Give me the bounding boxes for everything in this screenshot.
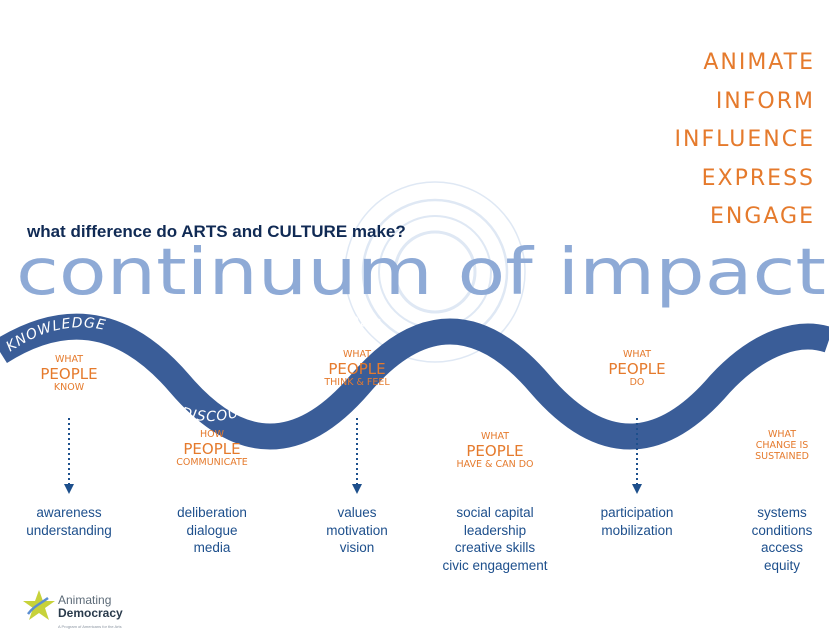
diagram-heading: continuum of impact [16, 236, 826, 310]
who-bottom: DO [629, 377, 645, 389]
who-mid: PEOPLE [328, 359, 386, 378]
outcome-item: civic engagement [442, 557, 548, 573]
outcome-item: awareness [36, 505, 102, 520]
verb-influence: INFLUENCE [674, 127, 815, 152]
outcome-item: conditions [751, 522, 813, 538]
band-label-capacity: CAPACITY [439, 404, 516, 426]
who-caption-action: WHAT PEOPLE DO [562, 349, 712, 389]
who-caption-knowledge: WHAT PEOPLE KNOW [0, 354, 144, 394]
who-bottom: SUSTAINED [755, 450, 809, 462]
band-label-policies: POLICIES [736, 373, 808, 413]
who-bottom: KNOW [53, 382, 85, 394]
outcome-item: mobilization [601, 522, 673, 538]
outcome-item: equity [763, 557, 801, 573]
who-bottom: HAVE & CAN DO [456, 459, 534, 471]
who-caption-policies: WHAT CHANGE IS SUSTAINED [707, 429, 829, 463]
outcome-list-attitudes: values motivation vision [282, 504, 432, 557]
who-mid: PEOPLE [183, 439, 241, 458]
outcome-item: dialogue [186, 522, 238, 538]
organization-logo: Animating Democracy A Program of America… [58, 594, 123, 633]
outcome-item: participation [600, 505, 674, 520]
who-top: HOW [199, 429, 224, 440]
diagram-question: what difference do ARTS and CULTURE make… [27, 222, 406, 241]
logo-tagline: A Program of Americans for the Arts [58, 624, 122, 629]
outcome-item: values [337, 505, 377, 520]
verb-engage: ENGAGE [709, 204, 815, 229]
who-top: WHAT [54, 354, 84, 365]
who-bottom: COMMUNICATE [176, 457, 248, 469]
outcome-item: systems [757, 505, 807, 520]
who-mid: PEOPLE [40, 364, 98, 383]
outcome-list-action: participation mobilization [562, 504, 712, 539]
logo-line-1: Animating [58, 593, 112, 607]
verb-express: EXPRESS [701, 165, 815, 191]
outcome-list-knowledge: awareness understanding [0, 504, 144, 539]
outcome-item: understanding [26, 522, 112, 538]
arrowhead-attitudes [352, 484, 362, 494]
engagement-verbs: ANIMATE INFORM INFLUENCE EXPRESS ENGAGE [555, 44, 815, 237]
star-logo-icon [23, 590, 55, 620]
arrowhead-action [632, 484, 642, 494]
outcome-list-discourse: deliberation dialogue media [137, 504, 287, 557]
who-top: WHAT [342, 349, 372, 360]
outcome-item: creative skills [454, 540, 536, 555]
who-caption-discourse: HOW PEOPLE COMMUNICATE [137, 429, 287, 469]
outcome-item: social capital [456, 505, 534, 520]
verb-inform: INFORM [715, 88, 815, 114]
who-caption-attitudes: WHAT PEOPLE THINK & FEEL [282, 349, 432, 389]
who-caption-capacity: WHAT PEOPLE HAVE & CAN DO [420, 431, 570, 471]
who-top: WHAT [767, 429, 797, 440]
outcome-item: media [193, 540, 231, 555]
band-label-action: ACTION [581, 314, 644, 349]
outcome-item: deliberation [177, 505, 247, 520]
outcome-item: vision [339, 540, 375, 555]
who-top: WHAT [622, 349, 652, 360]
outcome-item: leadership [463, 522, 527, 538]
who-mid: PEOPLE [466, 441, 524, 460]
arrowhead-knowledge [64, 484, 74, 494]
who-top: WHAT [480, 431, 510, 442]
outcome-item: access [760, 540, 804, 555]
outcome-item: motivation [326, 522, 388, 538]
outcome-list-policies: systems conditions access equity [707, 504, 829, 574]
who-mid: PEOPLE [608, 359, 666, 378]
who-mid: CHANGE IS [755, 439, 809, 451]
verb-animate: ANIMATE [703, 50, 815, 75]
who-bottom: THINK & FEEL [324, 377, 390, 389]
outcome-list-capacity: social capital leadership creative skill… [420, 504, 570, 574]
band-label-attitudes: ATTITUDES [291, 314, 382, 354]
logo-line-2: Democracy [58, 606, 123, 620]
